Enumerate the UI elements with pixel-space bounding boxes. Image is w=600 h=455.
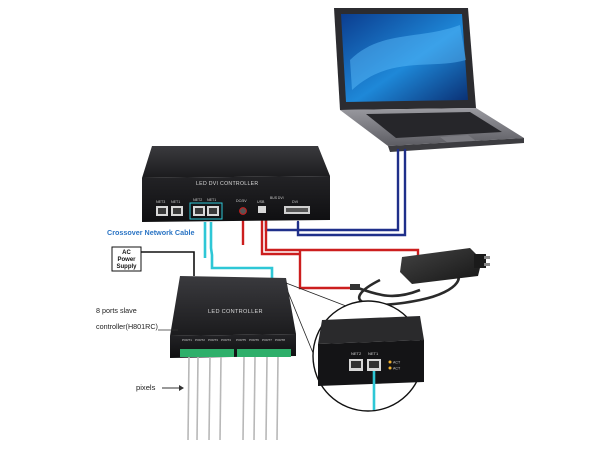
slave-controller: LED CONTROLLER PORT1 PORT2 PORT3 PORT4 P… [170,276,296,358]
inset-act-label-1: ACT [393,361,401,365]
slave-title: LED CONTROLLER [208,309,263,315]
usb-label: USB [257,200,265,204]
pixel-cable-4 [219,356,222,441]
slave-port-label-2: PORT2 [195,338,205,342]
adapter-barrel [350,284,360,290]
ac-box [111,246,142,272]
slave-port-label-4: PORT4 [221,338,231,342]
ac-power-supply: AC Power Supply [111,246,142,272]
adapter-plug [474,254,486,268]
slave-port-label-6: PORT6 [249,338,259,342]
master-port-label-1: NET3 [156,200,165,204]
pixel-cable-7 [265,356,268,441]
pixel-cables [187,356,279,441]
slave-label-1: 8 ports slave [96,306,137,315]
ac-label-1: AC [122,250,131,256]
master-controller: LED DVI CONTROLLER NET3 NET1 NET2 NET1 D… [142,146,330,222]
power-cable-red [241,210,420,290]
crossover-label: Crossover Network Cable [107,228,194,237]
laptop-base-front [388,138,524,152]
slave-top [170,276,296,336]
usb-port [258,206,266,213]
inset-net2-label: NET2 [351,351,362,356]
slave-port-label-3: PORT3 [208,338,218,342]
pixel-cable-2 [196,356,199,441]
dvi-label: DVI [292,200,298,204]
terminal-block-right [237,349,291,357]
laptop-touchpad [440,135,476,143]
master-port-label-3: NET2 [193,198,202,202]
inset-led-1 [388,360,392,364]
inset-act-label-2: ACT [393,367,401,371]
dc-label: DC/5V [236,199,247,203]
ac-cord [138,251,195,276]
pixels-arrow-head [179,385,184,391]
slave-port-label-8: PORT8 [275,338,285,342]
master-ports: NET3 NET1 NET2 NET1 [156,198,223,220]
slave-port-label-1: PORT1 [182,338,192,342]
power-adapter [350,248,490,290]
brd-label: BUS DVI [270,196,284,200]
master-front [142,176,330,222]
master-port-label-2: NET1 [171,200,180,204]
pixel-cable-1 [187,356,190,441]
zoom-line-top [285,282,347,307]
blue-cable-1 [296,148,407,237]
master-title: LED DVI CONTROLLER [196,181,258,187]
ac-label-2: Power [117,257,136,263]
slave-ports: PORT1 PORT2 PORT3 PORT4 PORT5 PORT6 PORT… [182,338,285,342]
slave-label-2: controller(H801RC) [96,322,158,331]
adapter-body [400,248,482,284]
pixel-cable-3 [208,356,211,441]
ac-label-3: Supply [116,264,137,270]
crossover-cable [203,222,274,290]
slave-port-label-7: PORT7 [262,338,272,342]
pixel-cable-6 [253,356,256,441]
laptop-keyboard [366,112,502,138]
pixel-cable-8 [276,356,279,441]
inset-device-top [318,316,424,344]
slave-port-label-5: PORT5 [236,338,246,342]
master-port-label-4: NET1 [207,198,216,202]
pixels-label: pixels [136,383,156,392]
inset-net1-label: NET1 [368,351,379,356]
terminal-blocks [180,349,291,357]
master-top [142,146,330,178]
laptop-screen [341,14,468,102]
dc-jack [239,207,247,215]
inset-led-2 [388,366,392,370]
laptop [334,8,524,152]
terminal-block-left [180,349,234,357]
zoom-inset: NET2 NET1 ACT ACT [312,300,424,412]
pixel-cable-5 [242,356,245,441]
